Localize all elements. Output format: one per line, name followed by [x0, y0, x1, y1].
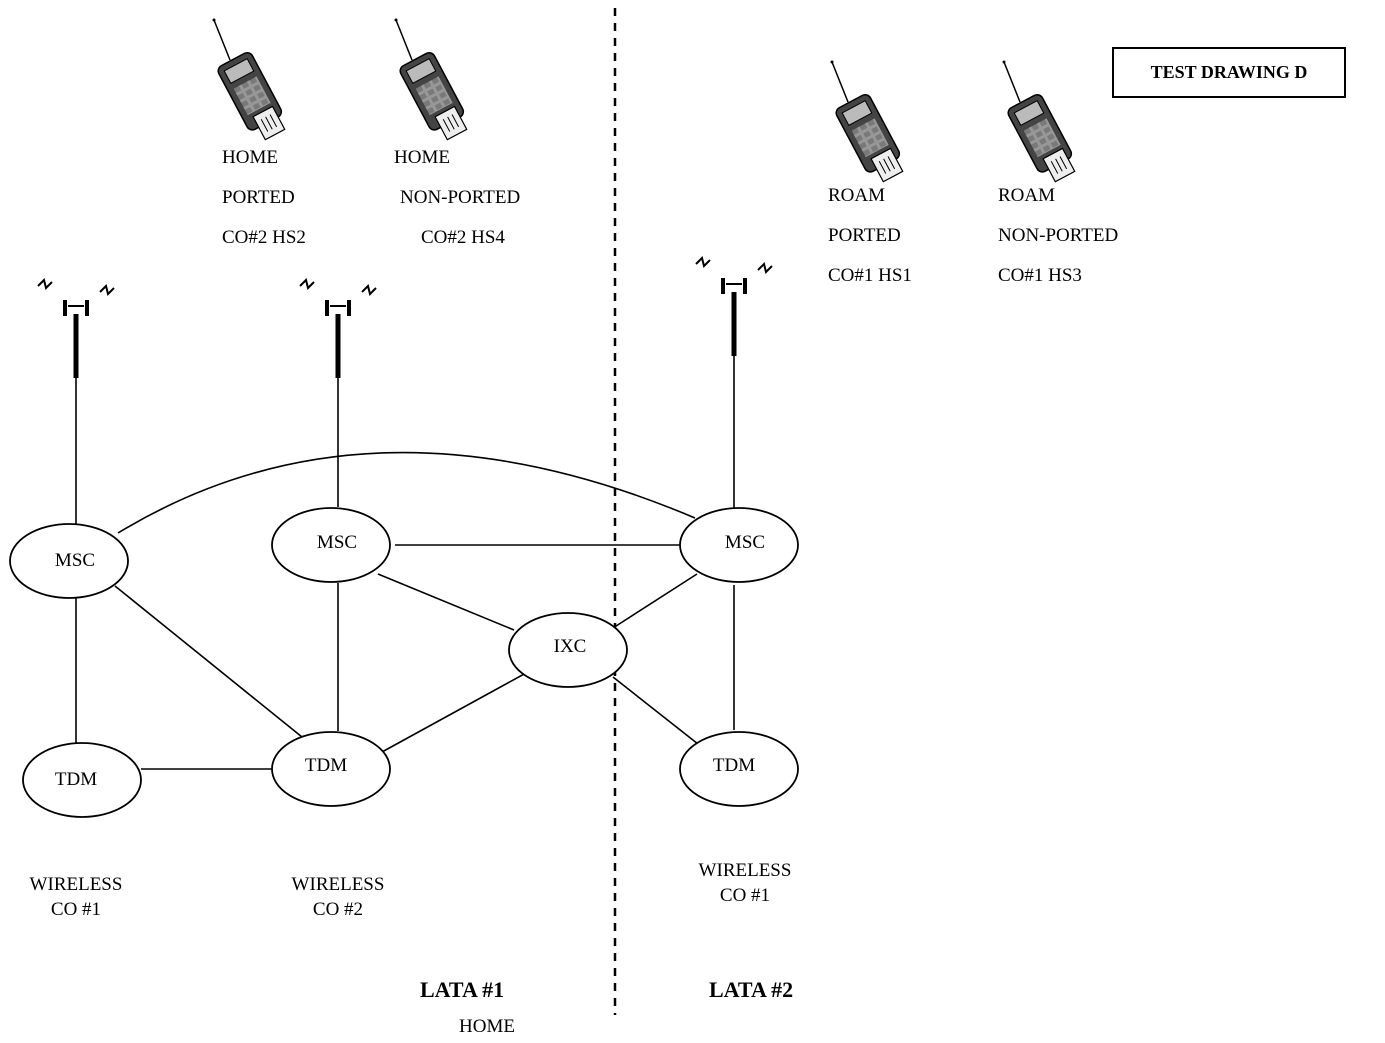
msc-label-co2: MSC	[316, 532, 358, 553]
msc-node-lata2	[679, 507, 799, 583]
tdm-label-lata2: TDM	[712, 755, 756, 776]
msc-node-co2	[271, 507, 391, 583]
antenna-icon-lata2	[695, 256, 773, 356]
carrier-label-co1-lata1: WIRELESS CO #1	[29, 874, 123, 920]
handset-label-hs2: HOME PORTED CO#2 HS2	[222, 147, 306, 248]
handset-label-hs4: HOME NON-PORTED CO#2 HS4	[394, 147, 521, 248]
handset-icon-hs1	[829, 59, 909, 188]
msc-label-lata2: MSC	[724, 532, 766, 553]
handset-icon-hs3	[1001, 59, 1081, 188]
link-msc1-tdm2	[114, 585, 303, 738]
tdm-label-co2: TDM	[304, 755, 348, 776]
tdm-node-co2	[271, 731, 391, 807]
antenna-icon-co1	[37, 278, 115, 378]
msc-node-co1	[9, 523, 129, 599]
tdm-node-co1	[22, 742, 142, 818]
connections	[75, 356, 735, 770]
antenna-icon-co2	[299, 278, 377, 378]
lata2-label: LATA #2	[709, 977, 794, 1002]
link-tdm2-ixc	[381, 672, 527, 753]
lata1-label: LATA #1	[420, 977, 505, 1002]
tdm-label-co1: TDM	[54, 769, 98, 790]
drawing-title-text: TEST DRAWING D	[1150, 62, 1308, 82]
link-msc1-msc3-arc	[117, 451, 696, 534]
handset-icon-hs4	[393, 17, 473, 146]
drawing-title: TEST DRAWING D	[1112, 47, 1346, 98]
link-ixc-msc3	[612, 573, 698, 629]
lata1-sublabel: HOME	[459, 1016, 515, 1037]
carrier-label-co1-lata2: WIRELESS CO #1	[698, 860, 792, 906]
handset-icon-hs2	[211, 17, 291, 146]
ixc-node	[508, 612, 628, 688]
handset-label-hs3: ROAM NON-PORTED CO#1 HS3	[998, 185, 1119, 286]
ixc-label: IXC	[553, 636, 587, 657]
tdm-node-lata2	[679, 731, 799, 807]
link-msc2-ixc	[377, 573, 515, 631]
msc-label-co1: MSC	[54, 550, 96, 571]
carrier-label-co2-lata1: WIRELESS CO #2	[291, 874, 385, 920]
link-ixc-tdm3	[612, 676, 699, 745]
handset-label-hs1: ROAM PORTED CO#1 HS1	[828, 185, 912, 286]
